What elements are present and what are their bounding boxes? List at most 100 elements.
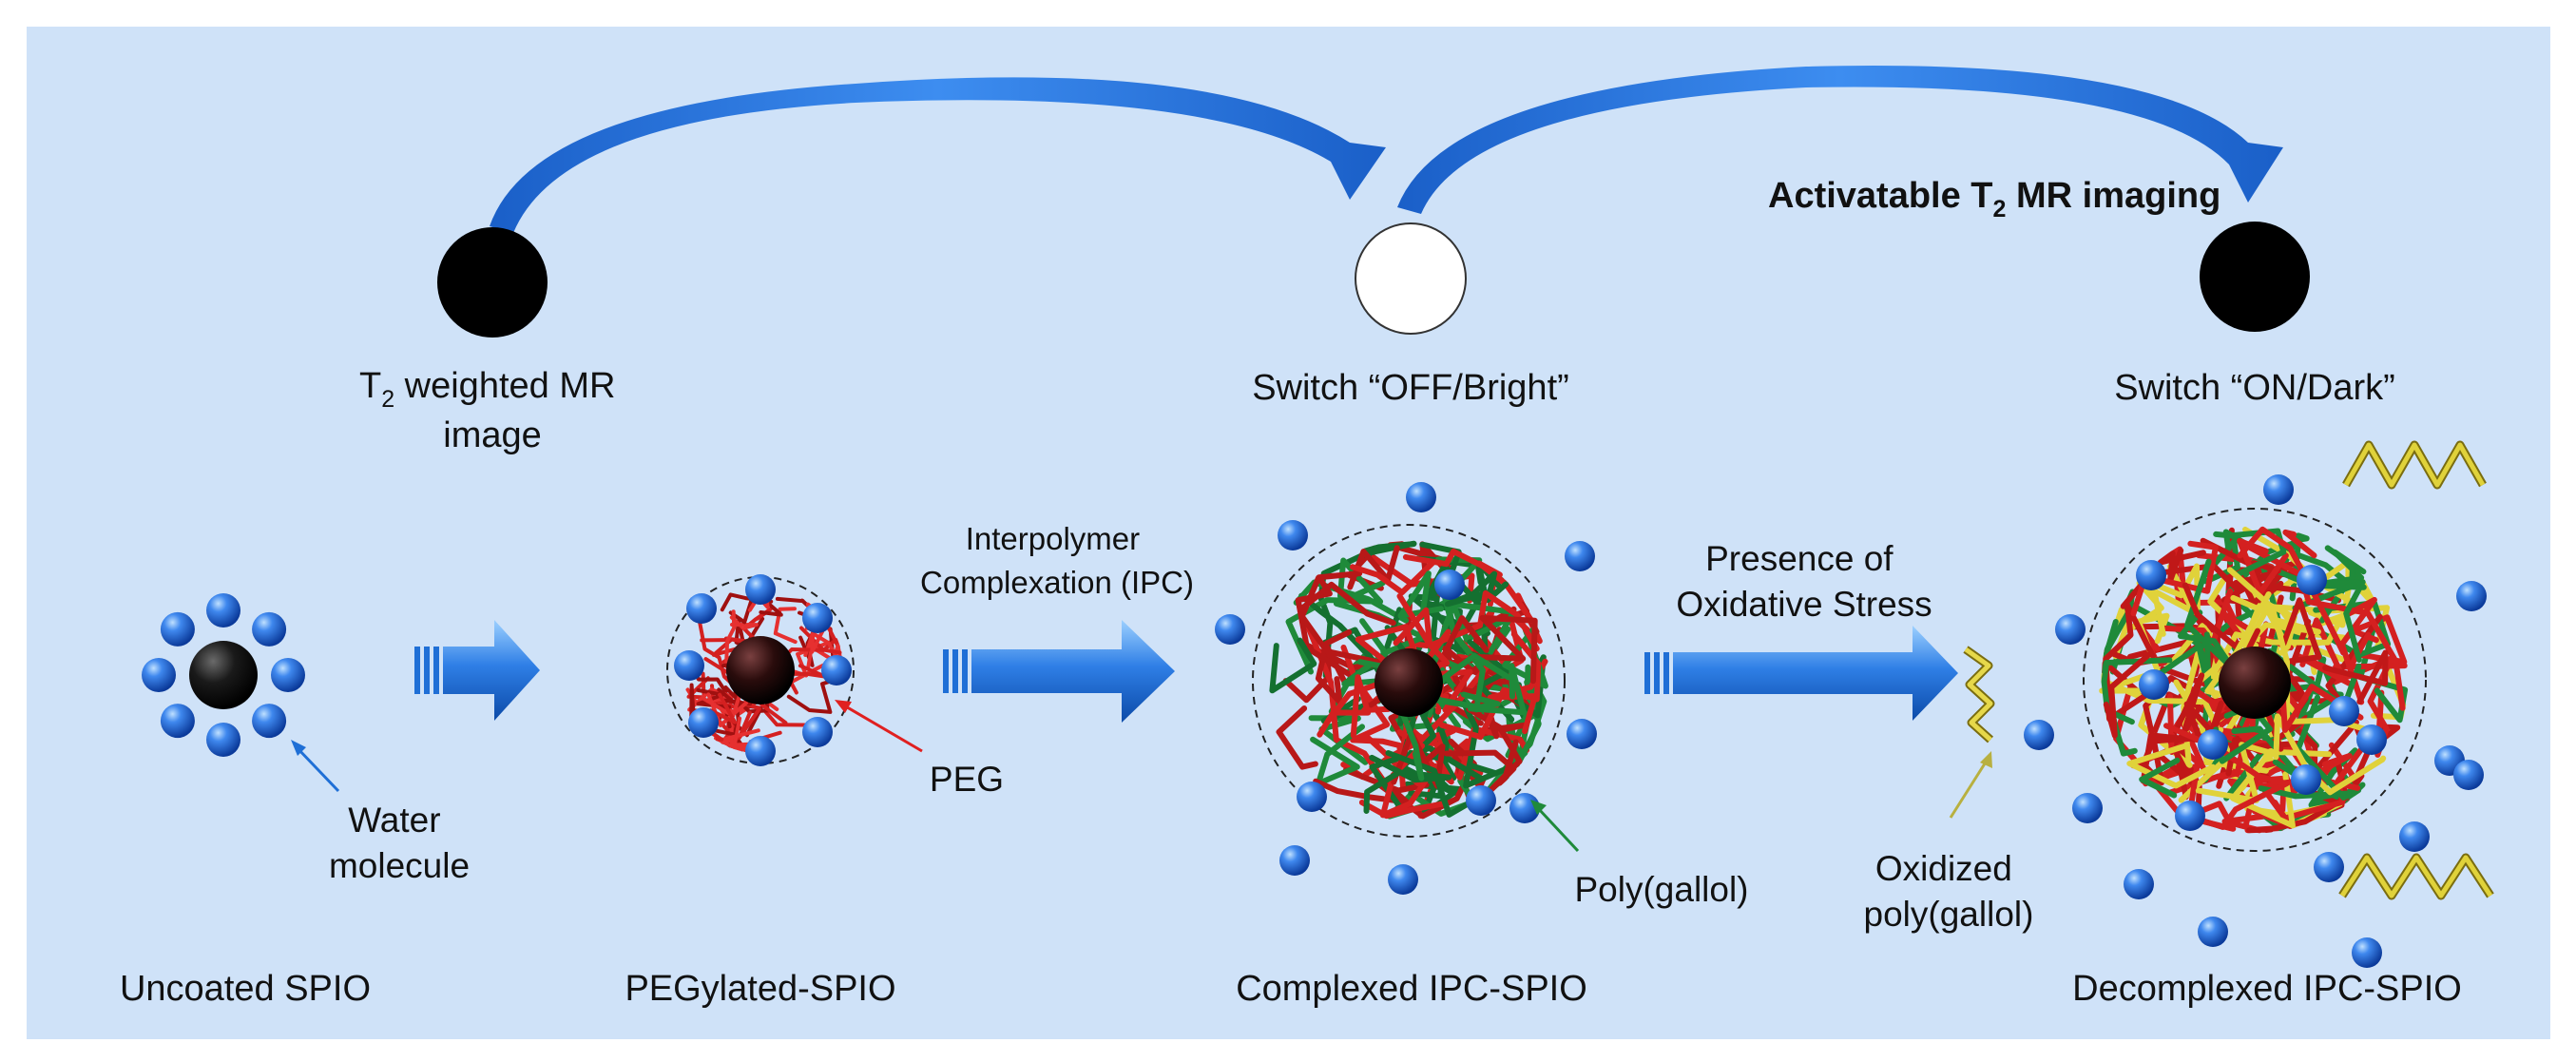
polymer-strand	[2213, 528, 2287, 578]
curved-arrow-1	[490, 77, 1386, 234]
polymer-strand	[2279, 546, 2351, 624]
stage-complexed: Complexed IPC-SPIO	[1236, 969, 1587, 1009]
polymer-strand	[2195, 742, 2333, 803]
polymer-strand	[773, 607, 798, 645]
water-molecule	[142, 658, 176, 692]
polymer-strand	[1300, 581, 1396, 627]
mr-image-label: T2 weighted MR image	[359, 366, 625, 455]
gallol-pointer-head	[1530, 800, 1547, 815]
water-molecule	[252, 611, 287, 647]
water-molecule	[1279, 845, 1310, 876]
polymer-strand	[2149, 563, 2201, 637]
polymer-strand	[1460, 663, 1527, 716]
water-molecule	[2198, 917, 2228, 947]
water-molecule	[2456, 581, 2487, 611]
oxidized-strand	[2343, 442, 2486, 488]
polymer-strand	[724, 609, 737, 668]
polymer-strand	[1402, 548, 1508, 586]
polymer-strand	[2178, 697, 2256, 782]
oxidized-pointer-line	[1949, 760, 1989, 819]
water-pointer-line	[295, 745, 340, 793]
water-molecule	[1466, 785, 1496, 816]
block-arrow-1	[414, 620, 540, 721]
polymer-strand	[1269, 637, 1317, 694]
polymer-strand	[791, 664, 828, 679]
water-molecule	[745, 736, 776, 766]
water-molecule	[2291, 764, 2321, 795]
polymer-strand	[2322, 649, 2389, 705]
water-molecule	[2453, 760, 2484, 790]
water-molecule	[2055, 614, 2086, 645]
water-molecule	[1278, 520, 1308, 550]
water-molecule	[1388, 864, 1418, 895]
activatable-title: Activatable T2 MR imaging	[1768, 176, 2220, 222]
mr-circle-dark-2	[2200, 222, 2310, 332]
oxidized-label: Oxidized poly(gallol)	[1864, 849, 2034, 934]
pegylated-spio	[666, 574, 855, 766]
water-molecule	[2175, 801, 2205, 831]
polymer-strand	[1350, 559, 1436, 596]
polymer-strand	[2241, 542, 2406, 711]
dec-spio-core	[2219, 647, 2291, 719]
water-molecule	[1215, 614, 1245, 645]
uncoated-spio	[142, 593, 305, 757]
water-molecule	[2124, 869, 2154, 899]
polymer-strand	[729, 615, 759, 630]
water-molecule	[1567, 719, 1597, 749]
block-arrow-3	[1644, 626, 1958, 721]
water-molecule	[802, 603, 833, 633]
water-molecule	[2314, 852, 2344, 882]
water-molecule	[821, 655, 852, 685]
complexed-ipc-spio	[1215, 482, 1597, 895]
water-molecule	[252, 704, 287, 739]
block-arrow-2	[943, 620, 1175, 723]
spio-core	[189, 641, 258, 709]
water-molecule	[206, 723, 240, 757]
peg-pointer-head	[835, 700, 852, 713]
curved-arrow-2	[1397, 66, 2283, 214]
water-molecule	[271, 658, 305, 692]
water-molecule	[2297, 565, 2327, 595]
mr-circle-dark-1	[437, 227, 548, 338]
polymer-strand	[1363, 754, 1452, 814]
polygallol-label: Poly(gallol)	[1574, 870, 1748, 909]
water-molecule	[802, 717, 833, 747]
polymer-strand	[2178, 558, 2235, 671]
switch-on-label: Switch “ON/Dark”	[2114, 368, 2395, 408]
step-oxidative-label: Presence of Oxidative Stress	[1676, 539, 1932, 624]
water-molecule	[2136, 560, 2166, 590]
water-molecule	[1565, 541, 1595, 571]
water-molecule	[2198, 729, 2228, 760]
polymer-strand	[1340, 645, 1410, 750]
water-molecule	[686, 593, 717, 624]
polymer-strand	[1443, 739, 1519, 786]
water-molecule	[2072, 793, 2103, 823]
water-molecule	[160, 611, 195, 647]
water-molecule	[688, 707, 719, 738]
water-molecule	[1406, 482, 1436, 512]
water-molecule	[160, 704, 195, 739]
polymer-strand	[2139, 757, 2181, 799]
polymer-strand	[1460, 698, 1520, 789]
stage-decomplexed: Decomplexed IPC-SPIO	[2072, 969, 2462, 1009]
peg-label: PEG	[930, 760, 1004, 799]
switch-off-label: Switch “OFF/Bright”	[1252, 368, 1569, 408]
gallol-pointer-line	[1536, 806, 1580, 853]
polymer-strand	[2237, 526, 2347, 656]
polymer-strand	[2103, 649, 2154, 739]
polymer-strand	[2195, 631, 2214, 692]
polymer-strand	[2282, 529, 2317, 559]
water-molecule	[1434, 570, 1465, 600]
peg-spio-core	[726, 636, 795, 705]
water-molecule	[2352, 937, 2382, 968]
polymer-strand	[2130, 540, 2219, 617]
stage-pegylated: PEGylated-SPIO	[625, 969, 895, 1009]
decomplexed-ipc-spio	[2024, 440, 2494, 968]
polymer-strand	[1440, 589, 1486, 713]
water-molecule	[674, 650, 704, 681]
polymer-strand	[1315, 628, 1353, 705]
oxidized-pointer-head	[1980, 751, 1992, 768]
water-label: Water molecule	[329, 801, 470, 885]
oxidized-strand	[2339, 855, 2493, 898]
